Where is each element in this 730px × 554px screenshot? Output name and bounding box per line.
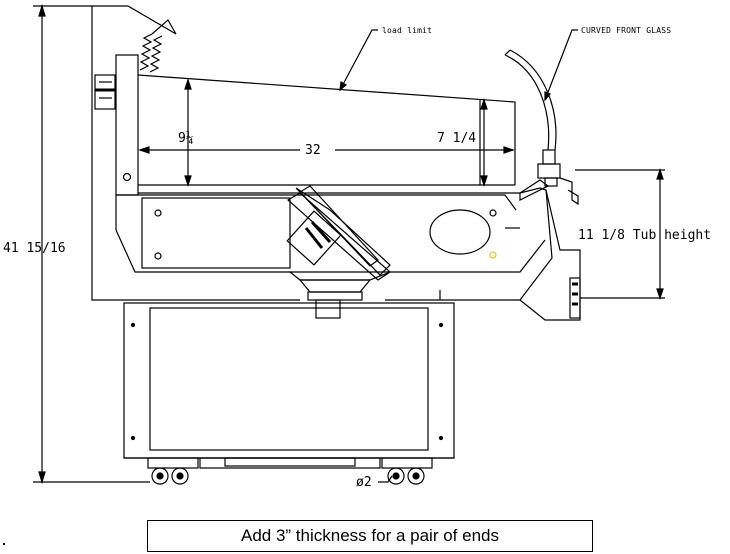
left-panel: [141, 197, 291, 269]
dimension-tub-height: 11 1/8 Tub height: [578, 228, 711, 243]
front-panel: [519, 187, 581, 321]
tub-height-dimension: [575, 168, 665, 300]
dimension-left-height: 9¼: [178, 131, 194, 146]
right-panel: [429, 209, 520, 259]
note-text: Add 3” thickness for a pair of ends: [241, 526, 499, 545]
curved-front-glass: [504, 49, 557, 151]
caster-left: [147, 457, 199, 485]
note-box: Add 3” thickness for a pair of ends: [147, 520, 593, 552]
dimension-overall-height: 41 15/16: [3, 241, 66, 256]
caster-right: [381, 457, 433, 485]
back-wall: [94, 54, 139, 230]
dimension-caster-diameter: ø2: [356, 475, 372, 490]
spring-icon: [139, 19, 177, 73]
dimension-width: 32: [305, 143, 321, 158]
callout-load-limit: load limit: [382, 26, 432, 35]
motor-assembly: [286, 185, 391, 281]
tub-body: [115, 74, 546, 273]
dimension-right-height: 7 1/4: [437, 131, 476, 146]
overall-height-dimension: [33, 3, 150, 485]
callout-leaders: [339, 29, 578, 483]
base-stand: [123, 302, 455, 469]
front-bracket: [519, 149, 579, 206]
page-marker: [3, 543, 5, 545]
interior-dimensions: [138, 78, 515, 187]
callout-curved-front-glass: CURVED FRONT GLASS: [581, 26, 671, 35]
cabinet-outline: [91, 5, 520, 301]
drain-coupling: [298, 279, 372, 319]
